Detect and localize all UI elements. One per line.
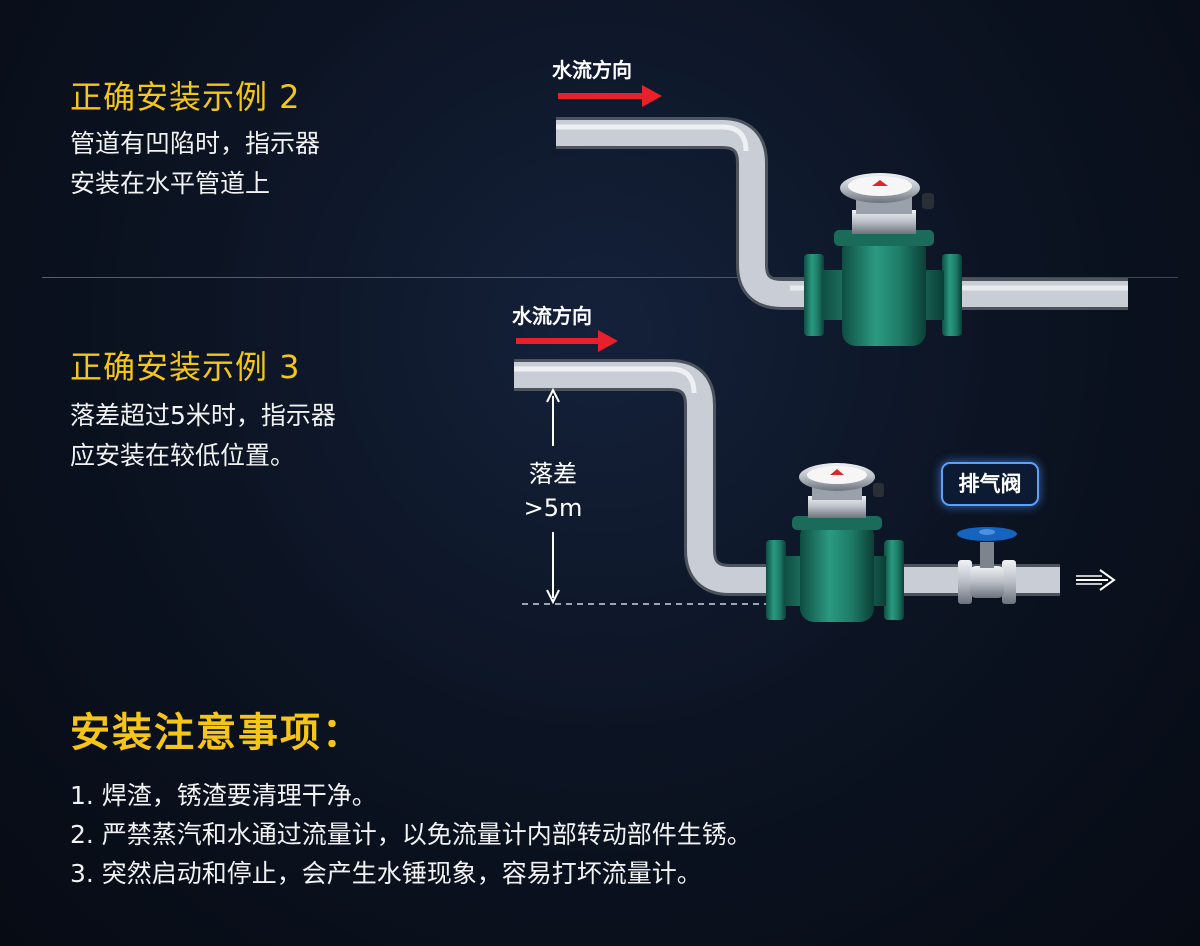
vent-valve <box>957 527 1017 604</box>
notes-title: 安装注意事项： <box>70 710 364 756</box>
drop-label-line2: >5m <box>524 494 583 522</box>
height-drop-indicator <box>522 387 770 605</box>
outflow-arrow-icon <box>1076 569 1116 591</box>
example2-flow-label: 水流方向 <box>552 58 632 82</box>
drop-label-line1: 落差 <box>529 460 577 488</box>
flow-direction-arrow <box>558 85 662 107</box>
example3-description: 落差超过5米时，指示器 应安装在较低位置。 <box>70 401 336 470</box>
example3-pipe <box>514 359 1060 596</box>
example2-title: 正确安装示例 2 <box>70 78 301 116</box>
list-item: 1. 焊渣，锈渣要清理干净。 <box>70 781 377 810</box>
notes-list: 1. 焊渣，锈渣要清理干净。 2. 严禁蒸汽和水通过流量计，以免流量计内部转动部… <box>70 776 752 893</box>
flow-direction-arrow <box>516 330 618 352</box>
example2-description: 管道有凹陷时，指示器 安装在水平管道上 <box>70 129 321 198</box>
example3-flow-label: 水流方向 <box>512 304 592 328</box>
vent-valve-label: 排气阀 <box>941 462 1039 506</box>
example3-title: 正确安装示例 3 <box>70 348 301 386</box>
section-divider <box>42 277 1178 278</box>
flow-meter-example2 <box>804 173 962 346</box>
list-item: 3. 突然启动和停止，会产生水锤现象，容易打坏流量计。 <box>70 859 702 888</box>
flow-meter-example3 <box>766 463 904 622</box>
list-item: 2. 严禁蒸汽和水通过流量计，以免流量计内部转动部件生锈。 <box>70 820 752 849</box>
